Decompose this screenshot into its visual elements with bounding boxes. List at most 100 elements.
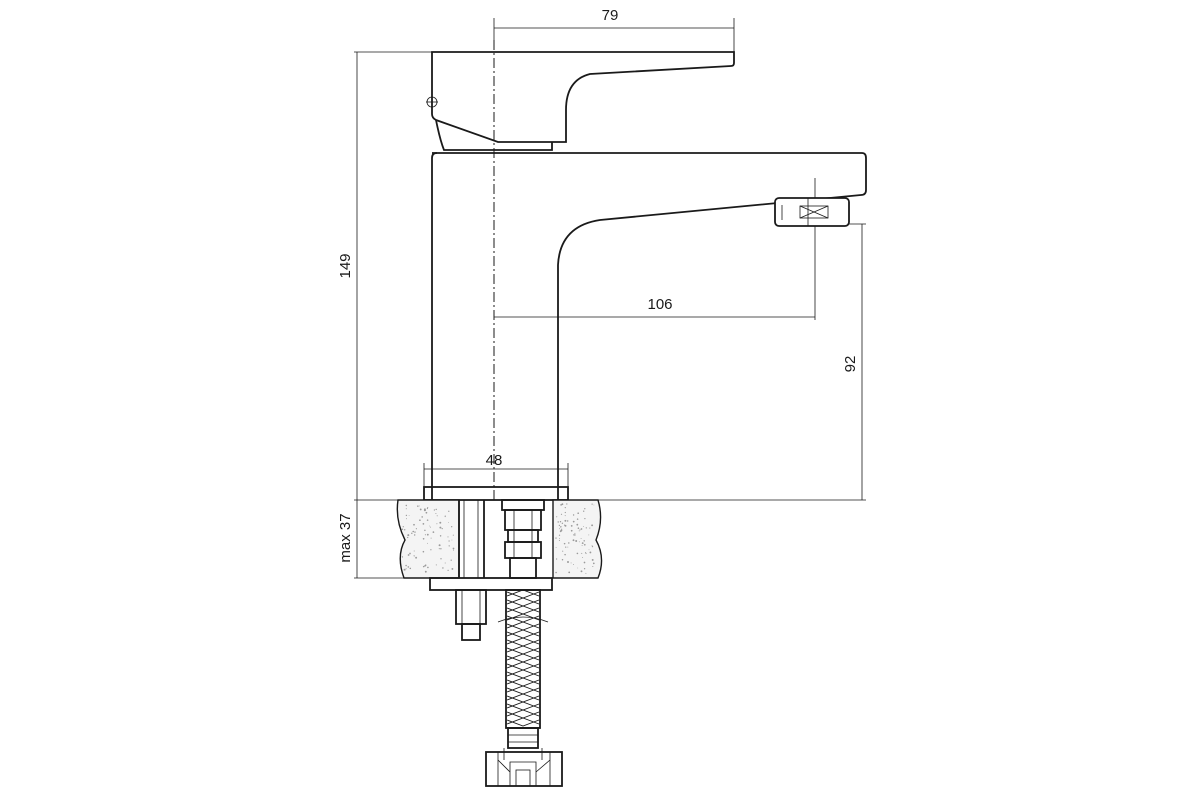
stone-speck xyxy=(583,568,586,570)
stone-speck xyxy=(568,571,571,574)
hose-braid-strand xyxy=(506,605,540,613)
stone-speck xyxy=(424,534,426,536)
stone-speck xyxy=(585,572,587,574)
hose-braid-strand xyxy=(506,599,540,607)
stone-speck xyxy=(580,552,582,554)
stone-speck xyxy=(427,542,428,544)
stone-speck xyxy=(561,503,564,506)
stone-speck xyxy=(448,510,450,512)
stone-speck xyxy=(570,562,572,564)
stone-speck xyxy=(578,530,580,532)
stone-speck xyxy=(576,523,579,526)
stone-speck xyxy=(575,540,578,542)
stone-speck xyxy=(592,565,594,568)
stone-speck xyxy=(567,546,569,548)
stone-speck xyxy=(589,527,591,529)
stone-speck xyxy=(564,553,566,556)
stone-speck xyxy=(407,566,410,568)
stone-speck xyxy=(582,557,584,559)
stone-speck xyxy=(577,512,580,515)
stone-speck xyxy=(573,564,574,566)
dim-spout-height: 92 xyxy=(842,356,859,373)
stone-speck xyxy=(409,552,411,555)
stone-speck xyxy=(435,508,437,511)
stone-speck xyxy=(591,524,594,527)
stone-speck xyxy=(422,537,425,540)
hose-braid-strand xyxy=(506,679,540,687)
stone-speck xyxy=(558,528,560,530)
stone-speck xyxy=(403,568,406,571)
stone-speck xyxy=(589,551,592,554)
base-flange xyxy=(423,486,569,501)
stone-speck xyxy=(422,565,425,568)
stone-speck xyxy=(588,534,590,536)
stone-speck xyxy=(408,515,410,516)
stone-speck xyxy=(564,524,567,527)
stone-speck xyxy=(585,552,587,555)
stone-speck xyxy=(581,542,584,544)
stone-speck xyxy=(419,519,421,522)
stone-speck xyxy=(451,539,453,541)
stone-speck xyxy=(423,508,426,511)
stone-speck xyxy=(576,552,579,555)
hose-braid-strand xyxy=(506,591,540,599)
stone-speck xyxy=(560,529,563,532)
stone-speck xyxy=(563,542,566,545)
stone-speck xyxy=(570,529,573,532)
stone-speck xyxy=(433,509,436,511)
stone-speck xyxy=(562,550,564,552)
stone-speck xyxy=(411,532,413,535)
stone-speck xyxy=(578,541,580,543)
stone-speck xyxy=(566,520,569,522)
stone-speck xyxy=(401,556,404,558)
stone-speck xyxy=(438,544,441,547)
stone-speck xyxy=(453,549,454,551)
stone-speck xyxy=(561,558,564,561)
stone-speck xyxy=(405,564,407,567)
stone-speck xyxy=(567,561,569,563)
stone-speck xyxy=(417,505,419,507)
stone-speck xyxy=(421,516,423,518)
stone-speck xyxy=(426,519,429,521)
hose-braid-strand xyxy=(506,655,540,663)
hose-braid-strand xyxy=(506,629,540,637)
stone-speck xyxy=(418,505,420,507)
stone-speck xyxy=(402,541,405,543)
hose-braid-strand xyxy=(506,597,540,605)
stone-speck xyxy=(414,531,416,533)
stone-speck xyxy=(415,556,418,559)
dim-total-height: 149 xyxy=(337,253,354,278)
stone-speck xyxy=(435,564,437,566)
stone-speck xyxy=(405,568,407,570)
stone-speck xyxy=(438,548,440,550)
hose-braid-strand xyxy=(506,645,540,653)
stone-speck xyxy=(572,520,575,523)
hose-braid-strand xyxy=(506,703,540,711)
stone-speck xyxy=(580,537,582,539)
stone-speck xyxy=(405,514,408,517)
stone-speck xyxy=(583,540,585,542)
stone-speck xyxy=(581,545,583,547)
stone-speck xyxy=(424,570,427,573)
stone-speck xyxy=(404,529,406,531)
braided-hose xyxy=(497,589,549,749)
stone-speck xyxy=(430,537,432,539)
stone-speck xyxy=(557,521,559,523)
stone-speck xyxy=(444,562,446,564)
stone-speck xyxy=(558,534,561,536)
stone-speck xyxy=(407,536,409,539)
stone-speck xyxy=(440,558,442,560)
stone-speck xyxy=(425,511,428,514)
lever-handle xyxy=(426,51,735,151)
hose-braid-strand xyxy=(506,717,540,725)
stone-speck xyxy=(556,516,558,518)
stone-speck xyxy=(560,504,562,506)
stone-speck xyxy=(584,508,586,510)
stone-speck xyxy=(426,507,429,510)
stone-speck xyxy=(591,503,593,505)
stone-speck xyxy=(555,571,557,574)
hose-braid-strand xyxy=(506,631,540,639)
stone-speck xyxy=(573,534,575,536)
stone-speck xyxy=(576,518,579,520)
